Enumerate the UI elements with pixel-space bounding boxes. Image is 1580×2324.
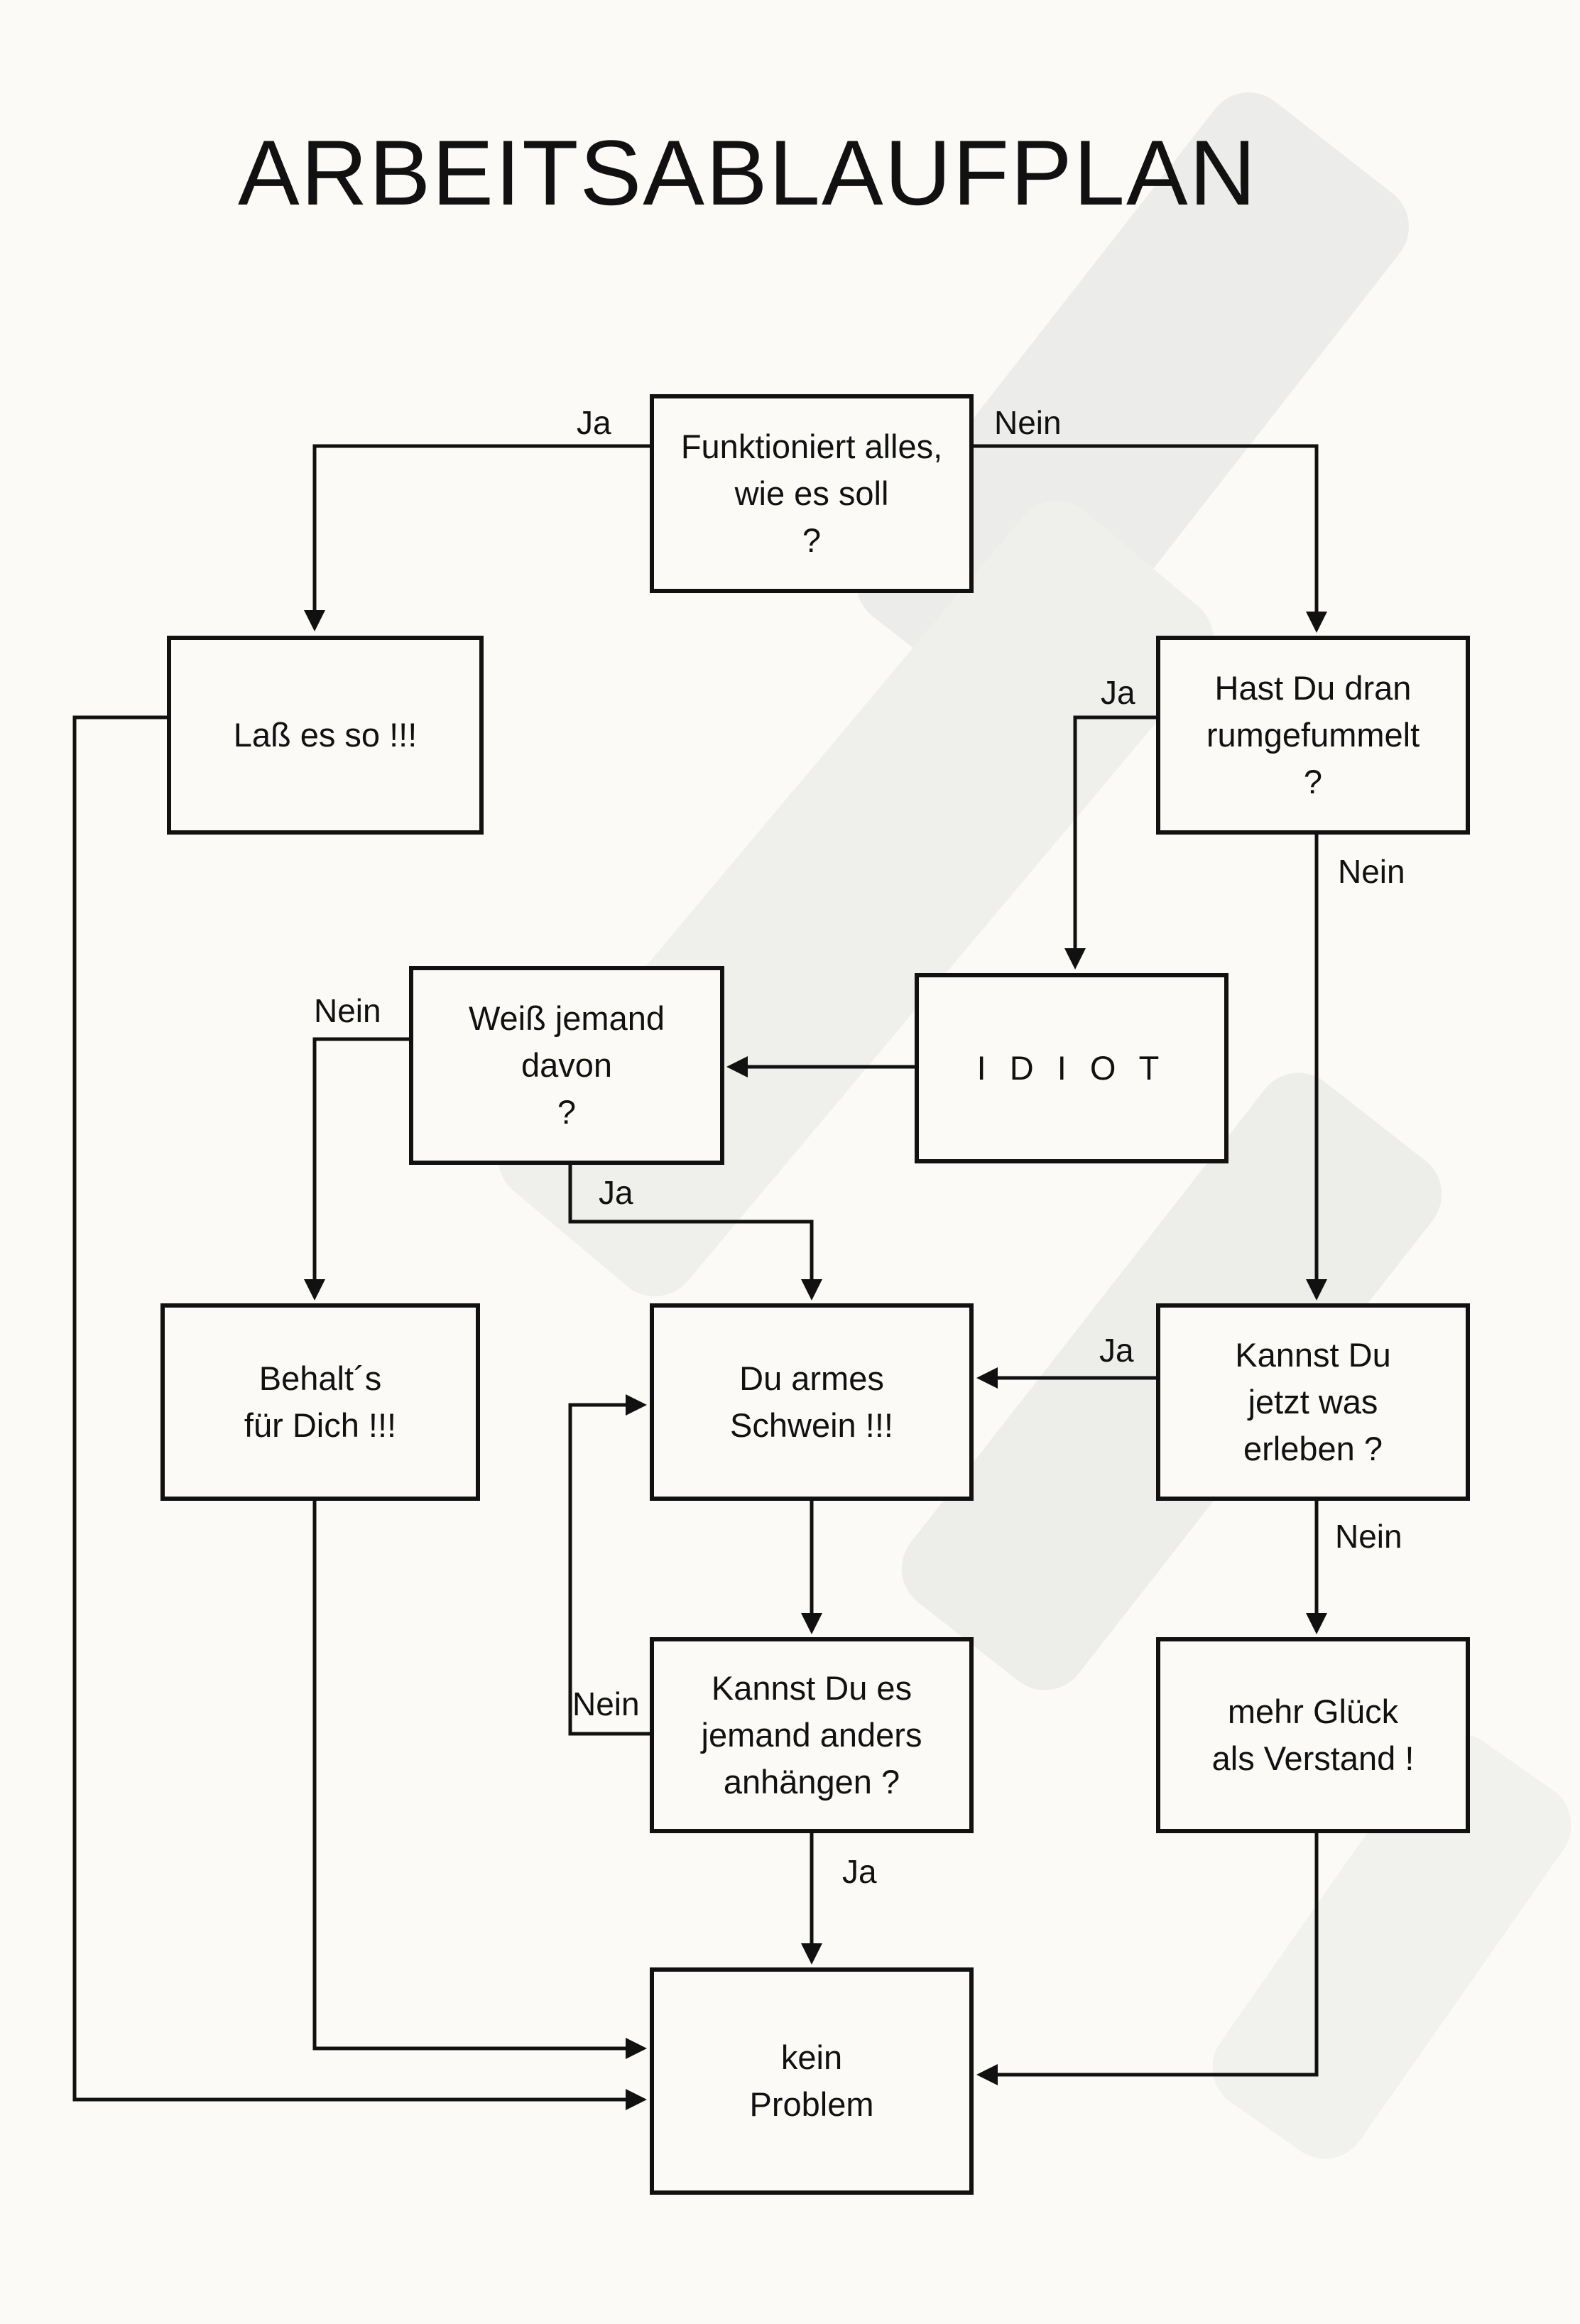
edge-weiss-ja-to-schwein <box>568 1165 822 1301</box>
edge-funktioniert-ja-to-lass <box>304 444 650 631</box>
node-lass-es-so: Laß es so !!! <box>167 636 484 835</box>
node-weiss-jemand-davon: Weiß jemand davon ? <box>409 966 724 1165</box>
node-behalts-fuer-dich: Behalt´s für Dich !!! <box>160 1303 480 1501</box>
edge-label-ja-weiss: Ja <box>599 1174 633 1211</box>
edge-glueck-to-kein-problem <box>976 1833 1319 2085</box>
node-hast-du-dran-rumgefummelt: Hast Du dran rumgefummelt ? <box>1156 636 1470 835</box>
edge-behalt-to-kein-problem <box>312 1501 647 2059</box>
node-idiot: I D I O T <box>915 973 1228 1163</box>
node-du-armes-schwein: Du armes Schwein !!! <box>650 1303 974 1501</box>
edge-anhaengen-nein-loop-schwein <box>568 1394 650 1736</box>
node-jemand-anders-anhaengen: Kannst Du es jemand anders anhängen ? <box>650 1637 974 1833</box>
node-kannst-du-jetzt-was-erleben: Kannst Du jetzt was erleben ? <box>1156 1303 1470 1501</box>
edge-weiss-nein-to-behalt <box>304 1037 409 1301</box>
edge-label-nein-anhaengen: Nein <box>572 1685 640 1722</box>
edge-funktioniert-nein-to-hast <box>974 444 1327 633</box>
node-mehr-glueck-als-verstand: mehr Glück als Verstand ! <box>1156 1637 1470 1833</box>
edge-label-ja-kannst-jetzt: Ja <box>1099 1332 1134 1369</box>
node-kein-problem: kein Problem <box>650 1967 974 2195</box>
edge-hast-ja-to-idiot <box>1064 715 1156 970</box>
edge-label-nein-hast: Nein <box>1338 853 1405 890</box>
edge-label-nein-weiss: Nein <box>314 992 381 1029</box>
edge-label-nein-funktioniert: Nein <box>994 404 1062 441</box>
page-title: ARBEITSABLAUFPLAN <box>238 121 1258 224</box>
edge-label-ja-anhaengen: Ja <box>842 1853 877 1890</box>
edge-lass-to-kein-problem <box>72 715 647 2110</box>
edge-label-ja-hast: Ja <box>1101 674 1135 711</box>
edge-label-ja-funktioniert: Ja <box>577 404 611 441</box>
edge-label-nein-kannst-jetzt: Nein <box>1335 1518 1402 1555</box>
node-funktioniert-alles: Funktioniert alles, wie es soll ? <box>650 394 974 593</box>
